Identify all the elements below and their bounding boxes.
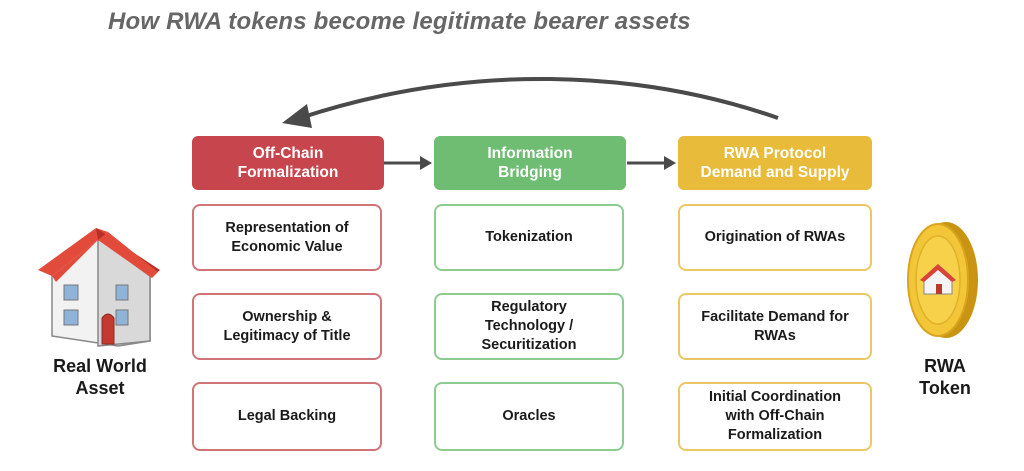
return-arrow-icon	[298, 76, 779, 121]
real-world-asset-label: Real World Asset	[53, 356, 147, 398]
header-information-bridging: Information Bridging	[434, 136, 626, 190]
return-arrowhead-icon	[282, 104, 312, 128]
connector-arrowhead-1-icon	[420, 156, 432, 170]
rwa-token-label: RWA Token	[919, 356, 971, 398]
card-ownership-legitimacy: Ownership & Legitimacy of Title	[192, 293, 382, 360]
card-regulatory-technology: Regulatory Technology / Securitization	[434, 293, 624, 360]
card-legal-backing: Legal Backing	[192, 382, 382, 451]
card-origination-of-rwas: Origination of RWAs	[678, 204, 872, 271]
house-icon	[38, 228, 160, 347]
card-representation-of-economic-value: Representation of Economic Value	[192, 204, 382, 271]
diagram-title: How RWA tokens become legitimate bearer …	[108, 8, 691, 35]
header-off-chain-formalization: Off-Chain Formalization	[192, 136, 384, 190]
card-tokenization: Tokenization	[434, 204, 624, 271]
header-rwa-protocol: RWA Protocol Demand and Supply	[678, 136, 872, 190]
card-oracles: Oracles	[434, 382, 624, 451]
card-facilitate-demand: Facilitate Demand for RWAs	[678, 293, 872, 360]
connector-arrowhead-2-icon	[664, 156, 676, 170]
card-initial-coordination: Initial Coordination with Off-Chain Form…	[678, 382, 872, 451]
coin-icon	[907, 222, 978, 338]
